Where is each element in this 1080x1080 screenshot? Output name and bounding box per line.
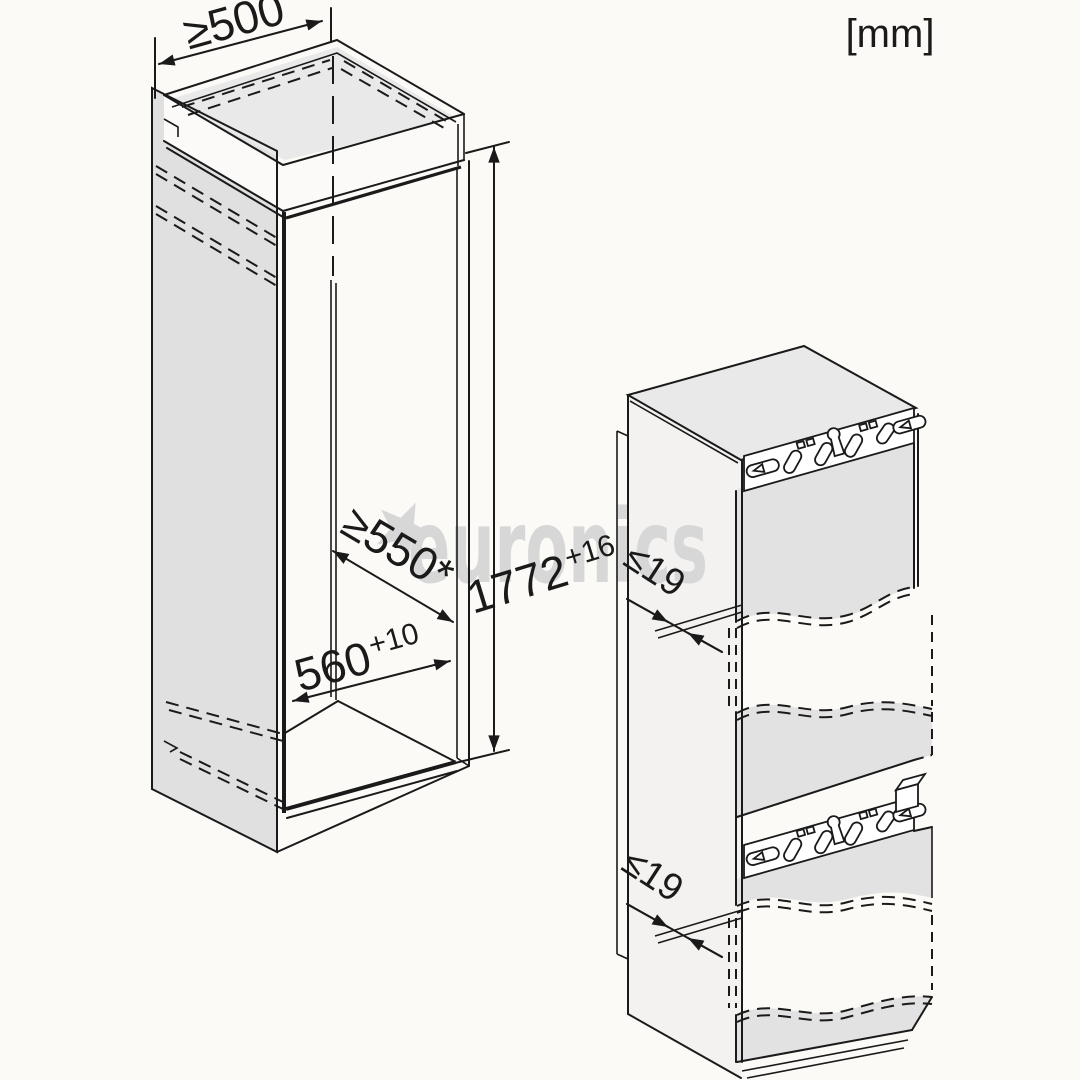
door-bearing-bracket [893,772,928,814]
upper-door-panel-bottom [737,702,932,817]
unit-label: [mm] [846,12,935,56]
star-icon [376,502,433,560]
dim-label-floor-depth: 560+10 [289,617,428,702]
dim-label-clearance-top: ≥500 [178,0,290,59]
watermark: euronics [376,488,708,607]
lower-door-panel-top [737,828,932,906]
lower-door-panel-bottom [737,996,932,1062]
dimension-floor-depth: 560+10 [289,617,451,703]
upper-door-panel-top [737,441,914,622]
cabinet-top-face [628,346,916,460]
cabinet-left-wall [628,395,741,1078]
niche-side-panel [152,88,277,852]
dimension-niche-height: 1772+16 [454,141,619,764]
watermark-text: euronics [408,488,708,607]
